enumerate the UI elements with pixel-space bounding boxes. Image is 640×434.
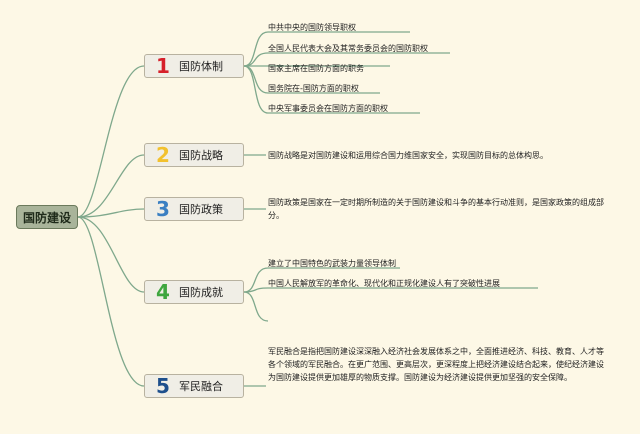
leaf-b4-1: 建立了中国特色的武装力量领导体制 xyxy=(268,259,396,268)
leaf-b1-5: 中央军事委员会在国防方面的职权 xyxy=(268,104,388,113)
branch-number-1: 1 xyxy=(156,54,170,78)
leaf-b1-1: 中共中央的国防领导职权 xyxy=(268,23,356,32)
branch-label-4: 国防成就 xyxy=(179,286,223,299)
branch-label-1: 国防体制 xyxy=(179,60,223,73)
text-b3: 国防政策是国家在一定时期所制造的关于国防建设和斗争的基本行动准则，是国家政策的组… xyxy=(268,198,604,220)
branch-node-5[interactable]: 5 军民融合 xyxy=(144,374,244,398)
text-b5: 军民融合是指把国防建设深深融入经济社会发展体系之中，全面推进经济、科技、教育、人… xyxy=(268,347,604,382)
branch-label-2: 国防战略 xyxy=(179,149,223,162)
connector-root-branch-4 xyxy=(77,216,145,293)
leaf-b1-4: 国务院在-国防方面的职权 xyxy=(268,84,359,93)
branch-label-5: 军民融合 xyxy=(179,380,223,393)
root-label: 国防建设 xyxy=(22,210,71,225)
branch-number-4: 4 xyxy=(156,280,170,304)
branch-node-2[interactable]: 2 国防战略 xyxy=(144,143,244,167)
connector-b1-leaf-5 xyxy=(243,65,420,114)
leaf-b1-2: 全国人民代表大会及其常务委员会的国防职权 xyxy=(268,44,428,53)
branch-label-3: 国防政策 xyxy=(179,203,223,216)
connector-root-branch-3 xyxy=(77,208,145,218)
connector-root-branch-2 xyxy=(77,154,145,218)
connector-b4-leaf-1 xyxy=(243,267,400,293)
branch-node-4[interactable]: 4 国防成就 xyxy=(144,280,244,304)
branch-number-2: 2 xyxy=(156,143,170,167)
branch-node-3[interactable]: 3 国防政策 xyxy=(144,197,244,221)
branch-number-3: 3 xyxy=(156,197,170,221)
leaf-b1-3: 国家主席在国防方面的职务 xyxy=(268,64,364,73)
branch-number-5: 5 xyxy=(156,374,170,398)
root-node[interactable]: 国防建设 xyxy=(16,205,78,229)
connector-b4-leaf-3 xyxy=(243,291,269,322)
text-b2: 国防战略是对国防建设和运用综合国力维国家安全，实现国防目标的总体构思。 xyxy=(268,151,548,160)
connector-root-branch-5 xyxy=(77,216,145,387)
connector-root-branch-1 xyxy=(77,65,145,218)
connector-b1-leaf-1 xyxy=(243,31,410,67)
connector-b4-leaf-2 xyxy=(243,287,538,293)
leaf-b4-2: 中国人民解放军的革命化、现代化和正规化建设人有了突破性进展 xyxy=(268,279,500,288)
branch-node-1[interactable]: 1 国防体制 xyxy=(144,54,244,78)
